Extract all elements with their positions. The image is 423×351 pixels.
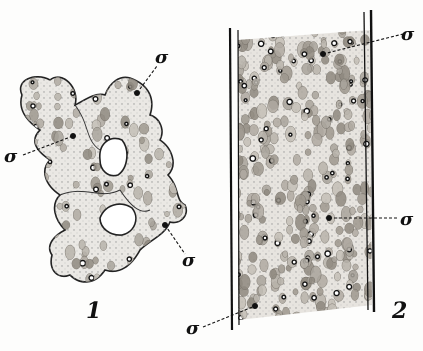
vacuole-upper (100, 138, 127, 175)
figure-number-2: 2 (391, 298, 407, 324)
figure-2-tissue-strip (230, 10, 379, 330)
label-sigma-fig1-left: σ (4, 146, 18, 167)
label-sigma-fig2-middle: σ (400, 209, 414, 230)
label-sigma-fig2-bottom: σ (186, 318, 200, 339)
figure-number-1: 1 (86, 298, 101, 324)
label-sigma-fig1-bottom: σ (182, 250, 196, 271)
vacuole-lower (100, 204, 136, 235)
label-sigma-fig2-top: σ (401, 24, 415, 45)
label-sigma-fig1-top: σ (155, 47, 169, 68)
figure-1-cell-cluster (11, 65, 194, 290)
